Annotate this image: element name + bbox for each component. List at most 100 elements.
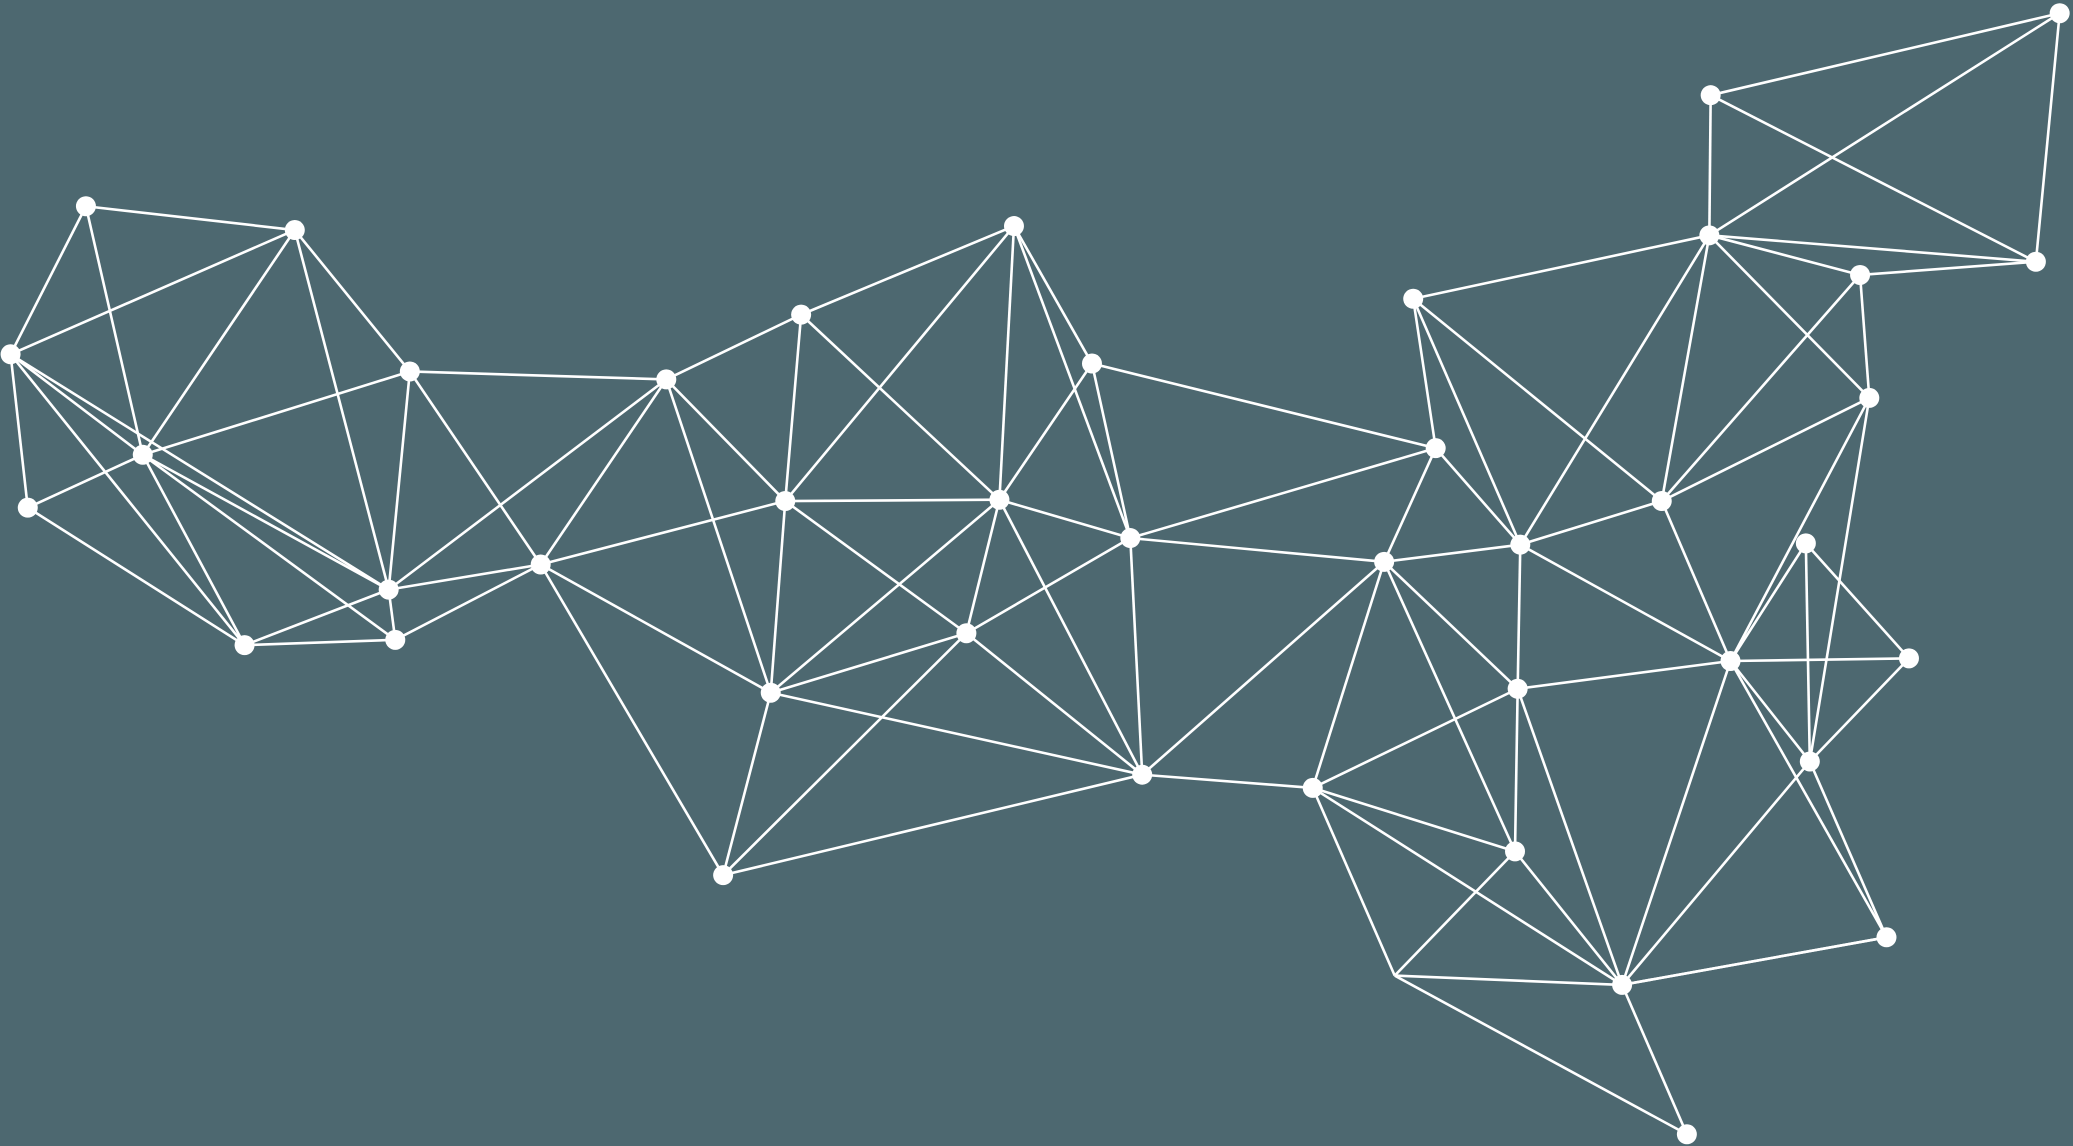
- graph-edge: [800, 224, 1015, 316]
- graph-edge: [1311, 561, 1386, 789]
- graph-node-aa: [1507, 678, 1528, 699]
- graph-edge: [1130, 536, 1385, 564]
- graph-edge: [998, 362, 1094, 501]
- graph-node-p: [989, 489, 1010, 510]
- graph-edge: [1142, 773, 1313, 790]
- graph-edge: [142, 370, 411, 457]
- graph-edge: [1661, 396, 1870, 503]
- graph-node-x: [1374, 551, 1395, 572]
- graph-node-ab: [1505, 841, 1526, 862]
- graph-edge: [84, 205, 145, 456]
- graph-edge: [665, 378, 787, 502]
- graph-node-y: [1302, 777, 1323, 798]
- graph-edge: [1804, 543, 1812, 762]
- graph-node-h: [378, 579, 399, 600]
- graph-edge: [1804, 542, 1910, 660]
- graph-edge: [387, 371, 412, 590]
- graph-edge: [1708, 234, 1871, 399]
- graph-edge: [965, 499, 1001, 634]
- graph-node-o: [775, 491, 796, 512]
- graph-edge: [1660, 500, 1732, 662]
- graph-node-al: [1651, 491, 1672, 512]
- graph-edge: [785, 498, 1000, 503]
- graph-edge: [1620, 984, 1689, 1135]
- graph-node-q: [1120, 528, 1141, 549]
- graph-edge: [1710, 94, 2037, 263]
- graph-node-j: [530, 554, 551, 575]
- graph-edge: [1312, 687, 1519, 790]
- graph-edge: [1393, 850, 1516, 977]
- graph-edge: [1729, 542, 1807, 662]
- graph-edge: [1516, 688, 1624, 986]
- graph-edge: [1129, 537, 1144, 775]
- graph-edge: [540, 563, 772, 694]
- graph-edge: [965, 632, 1144, 776]
- graph-edge: [1090, 363, 1132, 539]
- graph-edge: [770, 631, 967, 694]
- graph-edge: [665, 313, 802, 381]
- graph-node-a: [75, 196, 96, 217]
- graph-edge: [1382, 447, 1437, 563]
- graph-edge: [142, 453, 397, 641]
- graph-node-z: [1510, 534, 1531, 555]
- graph-edge: [387, 378, 668, 591]
- graph-node-ao: [1898, 648, 1919, 669]
- graph-edge: [1708, 95, 1712, 236]
- graph-edge: [1709, 234, 1861, 277]
- graph-edge: [1091, 362, 1437, 450]
- graph-edge: [722, 773, 1143, 877]
- graph-node-d: [132, 444, 153, 465]
- graph-edge: [769, 500, 787, 693]
- graph-edge: [1519, 234, 1711, 546]
- graph-edge: [388, 563, 541, 591]
- graph-edge: [293, 229, 390, 590]
- graph-node-v: [1403, 288, 1424, 309]
- graph-edge: [1710, 11, 2060, 97]
- graph-node-ah: [1699, 225, 1720, 246]
- graph-edge: [141, 229, 296, 456]
- graph-edge: [1729, 660, 1811, 763]
- graph-edge: [1660, 274, 1862, 502]
- graph-edge: [998, 225, 1016, 500]
- graph-edge: [1129, 446, 1437, 540]
- graph-node-w: [1425, 438, 1446, 459]
- graph-edge: [1621, 760, 1811, 986]
- graph-edge: [9, 205, 88, 355]
- graph-edge: [539, 378, 668, 566]
- graph-node-f: [234, 635, 255, 656]
- graph-edge: [1858, 274, 1871, 399]
- graph-edge: [1412, 298, 1522, 546]
- graph-node-i: [399, 361, 420, 382]
- graph-node-b: [284, 220, 305, 241]
- graph-edge: [293, 229, 411, 373]
- graph-edges: [9, 11, 2061, 1136]
- graph-node-n: [1081, 353, 1102, 374]
- graph-edge: [1513, 688, 1519, 852]
- graph-edge: [1516, 544, 1522, 689]
- graph-edge: [1513, 850, 1624, 986]
- graph-edge: [784, 225, 1015, 502]
- graph-node-r: [956, 623, 977, 644]
- graph-edge: [783, 314, 803, 502]
- graph-edge: [1312, 786, 1516, 853]
- graph-node-l: [791, 304, 812, 325]
- graph-edge: [1012, 225, 1094, 365]
- graph-edge: [1660, 235, 1711, 502]
- graph-node-ak: [1859, 387, 1880, 408]
- graph-edge: [800, 313, 1001, 501]
- graph-edge: [9, 353, 390, 591]
- graph-edge: [1383, 560, 1519, 690]
- graph-edge: [1808, 657, 1910, 763]
- graph-edge: [770, 691, 1143, 776]
- graph-edge: [1859, 260, 2036, 277]
- graph-node-am: [1720, 651, 1741, 671]
- graph-node-aq: [1876, 927, 1897, 948]
- graph-edge: [540, 499, 786, 566]
- graph-node-af: [1700, 85, 1721, 106]
- graph-edge: [1434, 447, 1522, 546]
- graph-edge: [1141, 560, 1385, 776]
- graph-node-an: [1795, 533, 1816, 554]
- graph-edge: [721, 692, 772, 876]
- graph-node-u: [1132, 764, 1153, 785]
